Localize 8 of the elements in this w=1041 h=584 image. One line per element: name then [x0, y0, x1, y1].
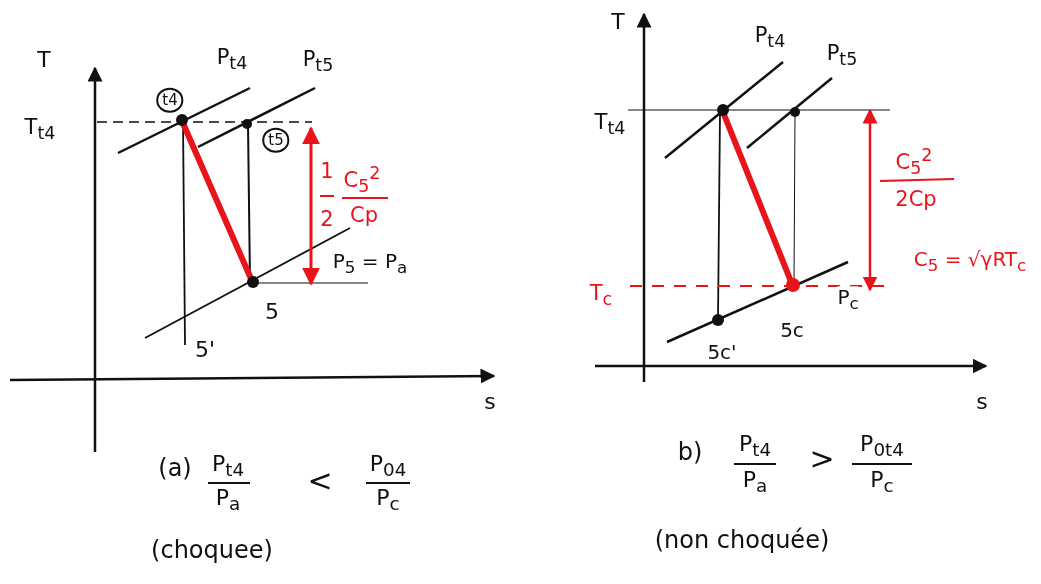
circled-state-label: t5	[262, 127, 290, 153]
case-label: (a)	[158, 454, 192, 482]
case-label: b)	[677, 438, 703, 466]
condition-text: (non choquée)	[654, 526, 830, 554]
circled-state-label: t4	[156, 87, 184, 113]
formula-text: 2Cp	[895, 188, 937, 212]
formula-text: Cp	[350, 204, 378, 228]
condition-text: (choquee)	[151, 536, 273, 564]
